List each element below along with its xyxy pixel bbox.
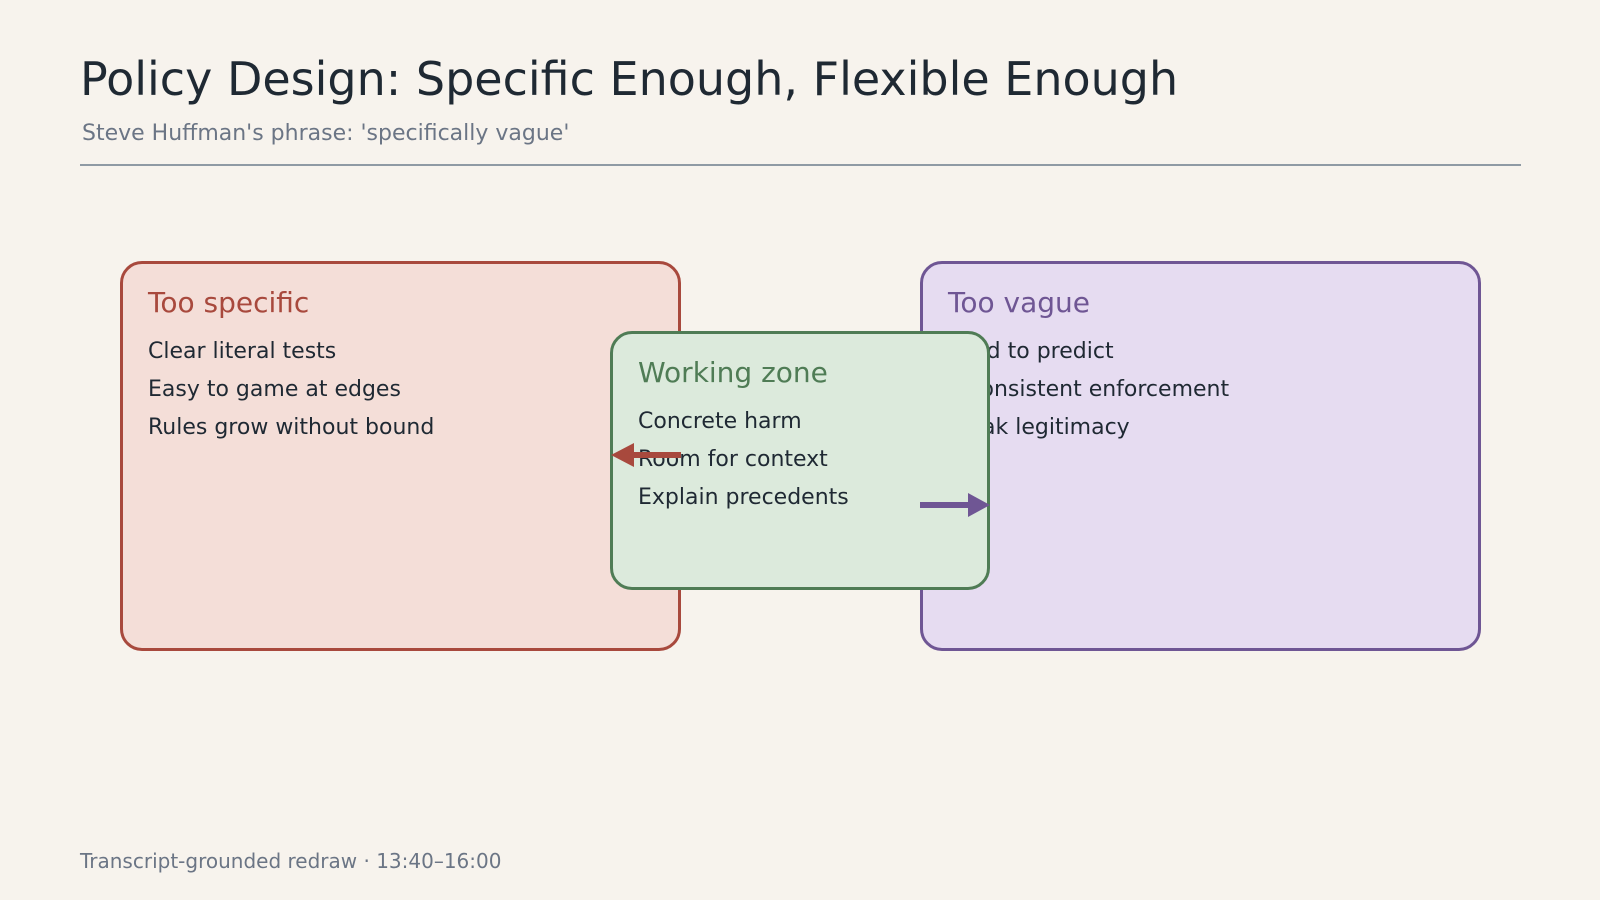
too-specific-item: Easy to game at edges bbox=[148, 377, 401, 402]
too-vague-heading: Too vague bbox=[948, 286, 1090, 319]
too-vague-box: Too vague Hard to predict Inconsistent e… bbox=[920, 261, 1481, 651]
too-specific-heading: Too specific bbox=[148, 286, 310, 319]
title-divider bbox=[80, 164, 1521, 166]
working-zone-list: Concrete harm Room for context Explain p… bbox=[638, 410, 849, 524]
too-specific-item: Rules grow without bound bbox=[148, 415, 435, 440]
working-zone-item: Explain precedents bbox=[638, 485, 849, 510]
footer-note: Transcript-grounded redraw · 13:40–16:00 bbox=[80, 849, 502, 873]
working-zone-item: Room for context bbox=[638, 447, 828, 472]
working-zone-box: Working zone Concrete harm Room for cont… bbox=[610, 331, 990, 590]
too-vague-item: Hard to predict bbox=[948, 339, 1114, 364]
page-title: Policy Design: Specific Enough, Flexible… bbox=[80, 52, 1179, 106]
too-vague-item: Weak legitimacy bbox=[948, 415, 1130, 440]
working-zone-heading: Working zone bbox=[638, 356, 828, 389]
page-subtitle: Steve Huffman's phrase: 'specifically va… bbox=[82, 121, 570, 146]
too-specific-item: Clear literal tests bbox=[148, 339, 337, 364]
too-vague-list: Hard to predict Inconsistent enforcement… bbox=[948, 340, 1229, 454]
working-zone-item: Concrete harm bbox=[638, 409, 802, 434]
too-vague-item: Inconsistent enforcement bbox=[948, 377, 1230, 402]
too-specific-box: Too specific Clear literal tests Easy to… bbox=[120, 261, 681, 651]
too-specific-list: Clear literal tests Easy to game at edge… bbox=[148, 340, 434, 454]
